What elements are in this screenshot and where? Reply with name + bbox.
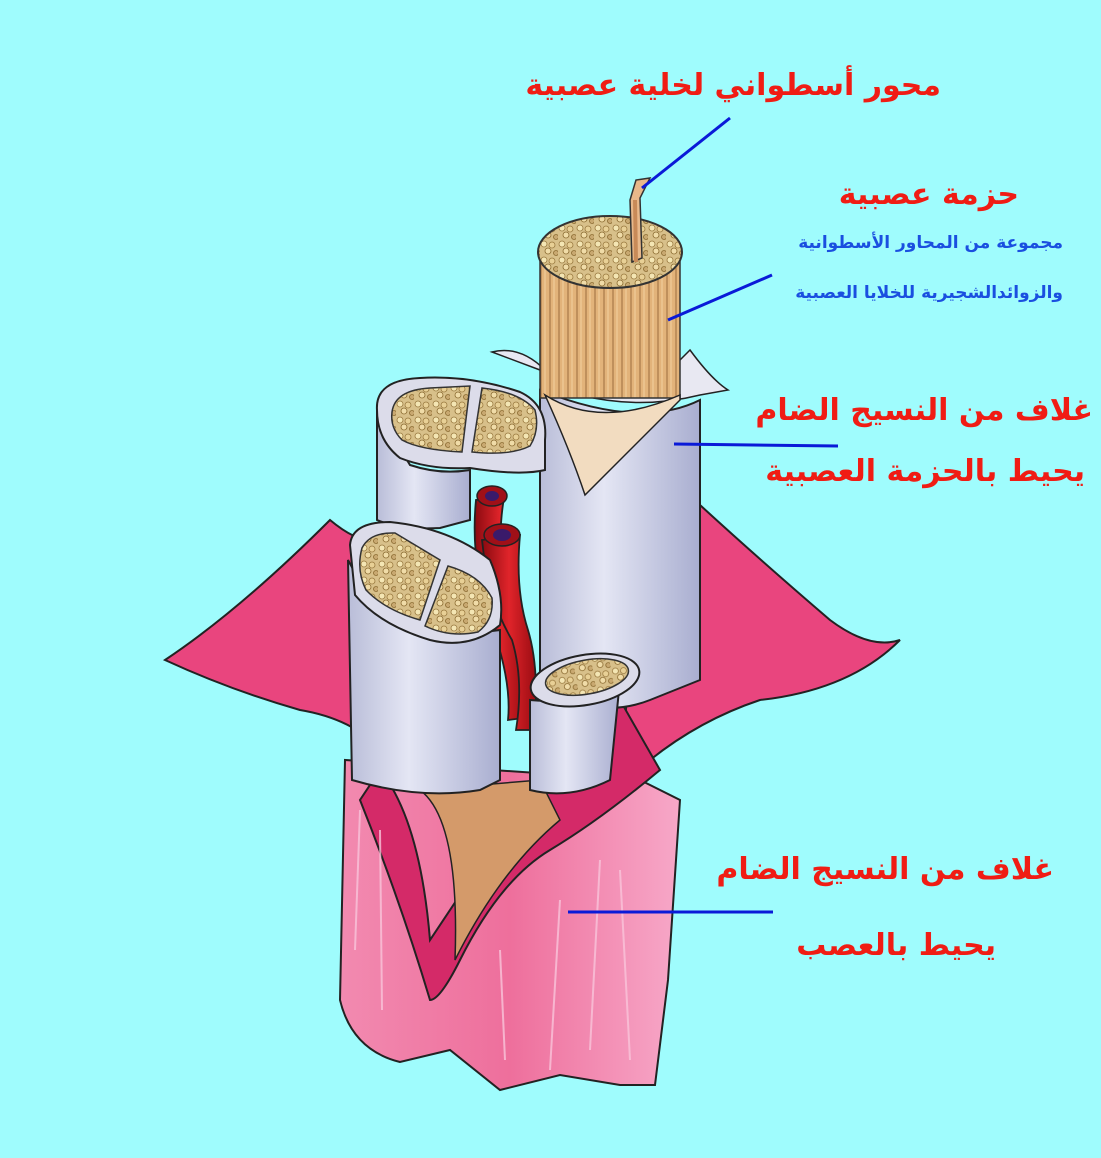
perineurium-pointer xyxy=(674,444,838,446)
nerve-bundle-description-line2: والزوائدالشجيرية للخلايا العصبية xyxy=(795,283,1063,303)
fascicle-middle-left xyxy=(348,522,501,793)
axon-label: محور أسطواني لخلية عصبية xyxy=(525,68,941,103)
epineurium-label-line1: غلاف من النسيج الضام xyxy=(716,852,1054,887)
perineurium-label-line1: غلاف من النسيج الضام xyxy=(755,393,1093,428)
fascicle-upper-left xyxy=(377,378,545,529)
perineurium-label-line2: يحيط بالحزمة العصبية xyxy=(765,454,1085,489)
bundle-pointer xyxy=(668,275,772,320)
nerve-bundle-label: حزمة عصبية xyxy=(839,177,1019,212)
nerve-bundle-description-line1: مجموعة من المحاور الأسطوانية xyxy=(798,233,1063,253)
epineurium-sheath xyxy=(165,505,900,1090)
epineurium-label-line2: يحيط بالعصب xyxy=(796,928,996,963)
axon-pointer xyxy=(642,118,730,188)
